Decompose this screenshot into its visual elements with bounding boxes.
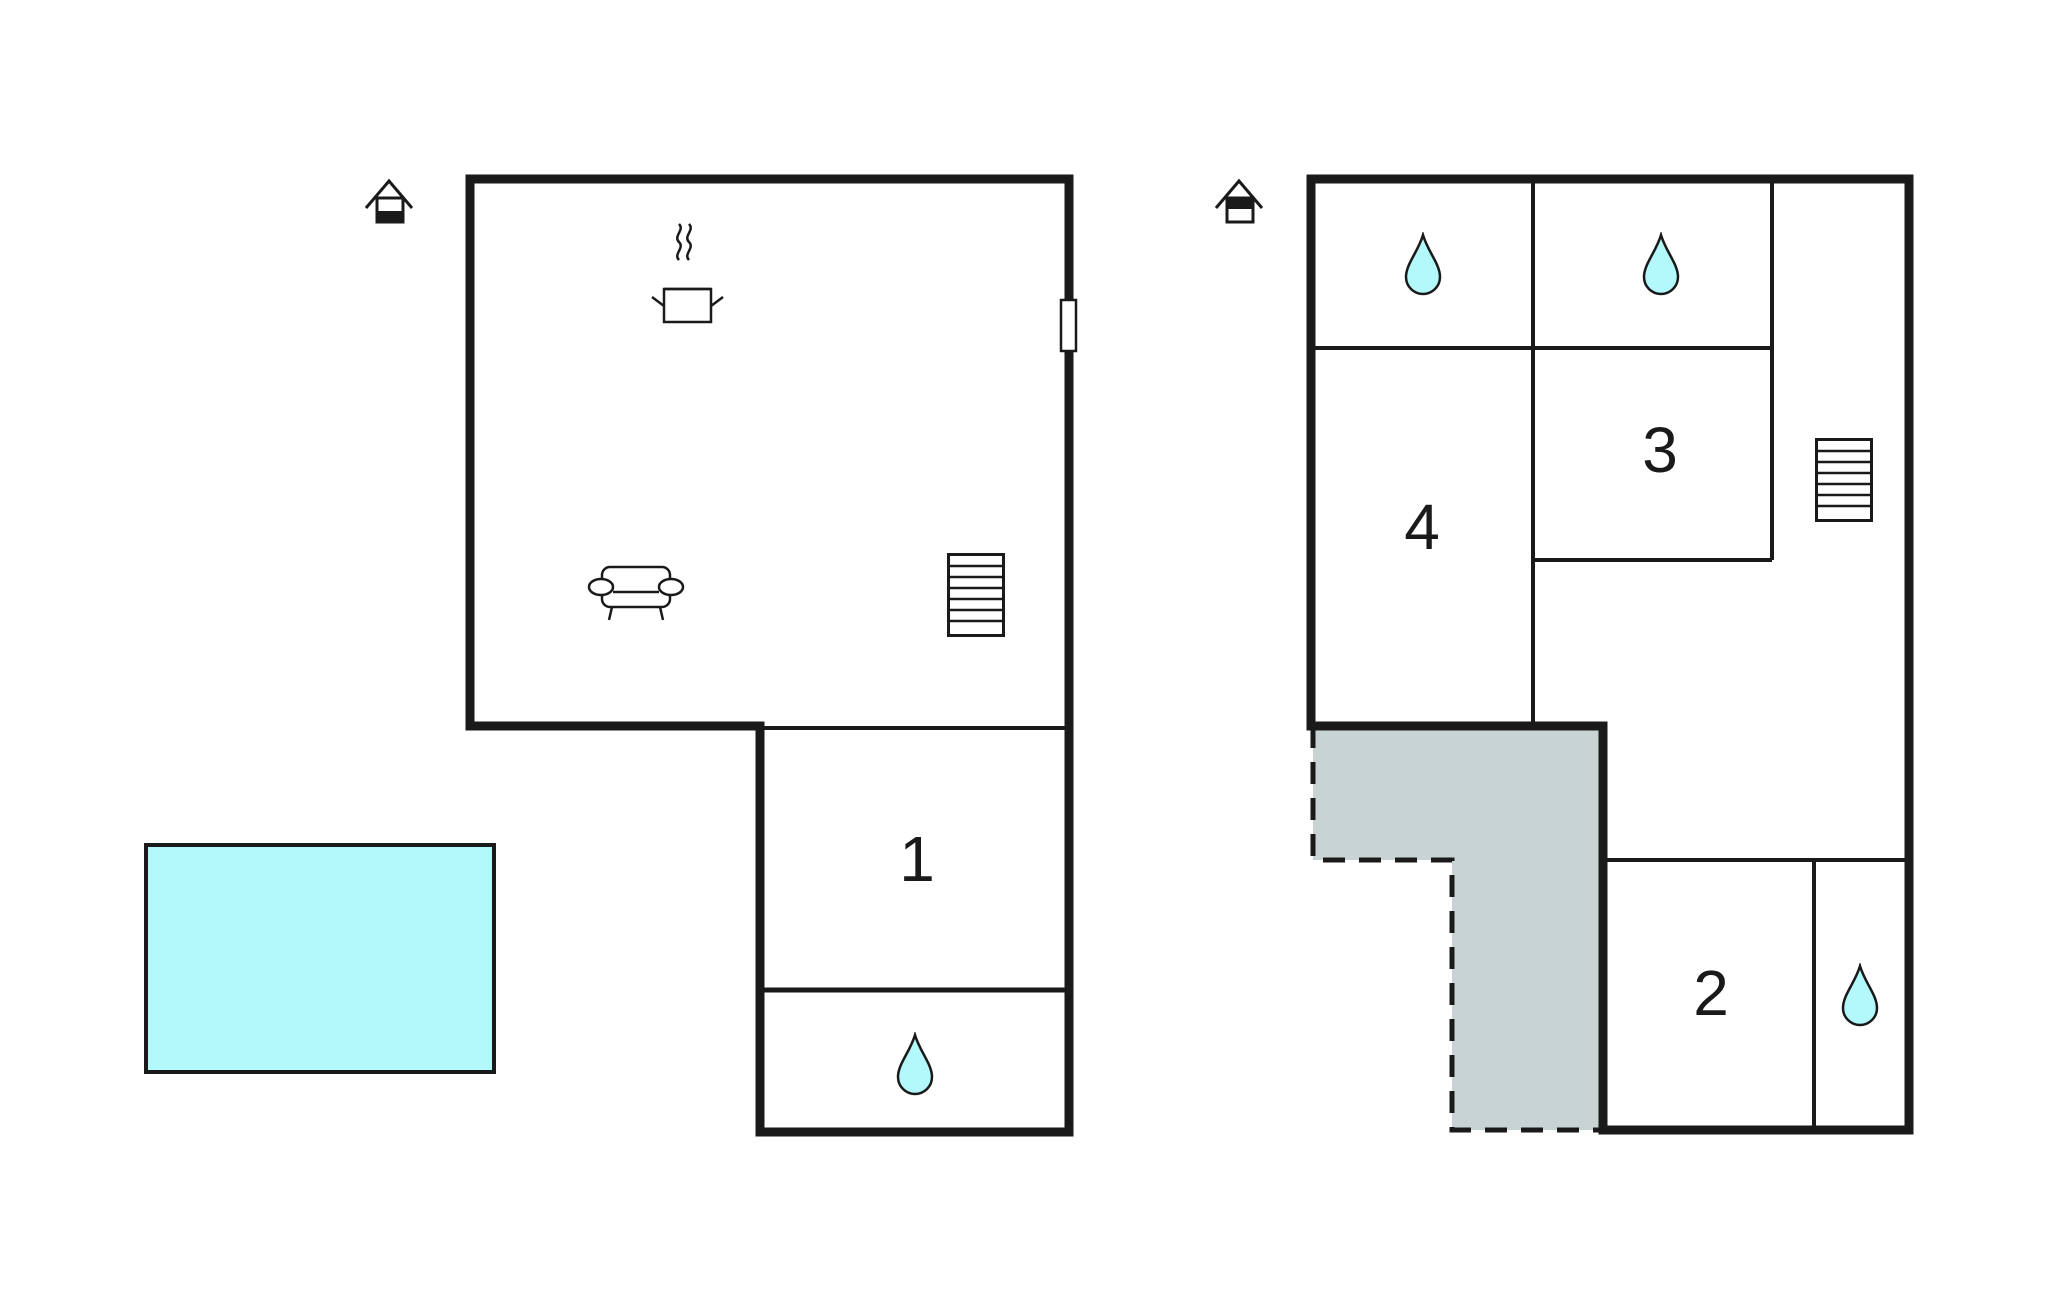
room-number-4: 4 — [1404, 491, 1440, 563]
ground-floor-outer-wall — [465, 174, 1074, 1137]
room-number-1: 1 — [899, 823, 935, 895]
room-number-2: 2 — [1693, 957, 1729, 1029]
house-ground-floor-icon — [364, 178, 414, 224]
upper-floor-outer-wall — [1306, 174, 1914, 1135]
kitchen-pot-icon — [651, 223, 724, 324]
door-icon — [1059, 298, 1078, 353]
water-drop-icon — [1841, 964, 1879, 1027]
ground-floor: 1 — [144, 174, 1078, 1137]
water-drop-icon — [1642, 233, 1680, 296]
house-upper-floor-icon — [1214, 178, 1264, 224]
water-drop-icon — [1404, 233, 1442, 296]
stairs-icon — [947, 553, 1005, 637]
stairs-icon — [1815, 438, 1873, 522]
upper-floor: 2 3 4 — [1214, 174, 1914, 1135]
terrace-area — [1313, 726, 1603, 1130]
room-number-3: 3 — [1642, 414, 1678, 486]
sofa-icon — [587, 565, 685, 621]
terrace-dashed-outline — [1310, 726, 1603, 1133]
swimming-pool — [144, 843, 496, 1074]
